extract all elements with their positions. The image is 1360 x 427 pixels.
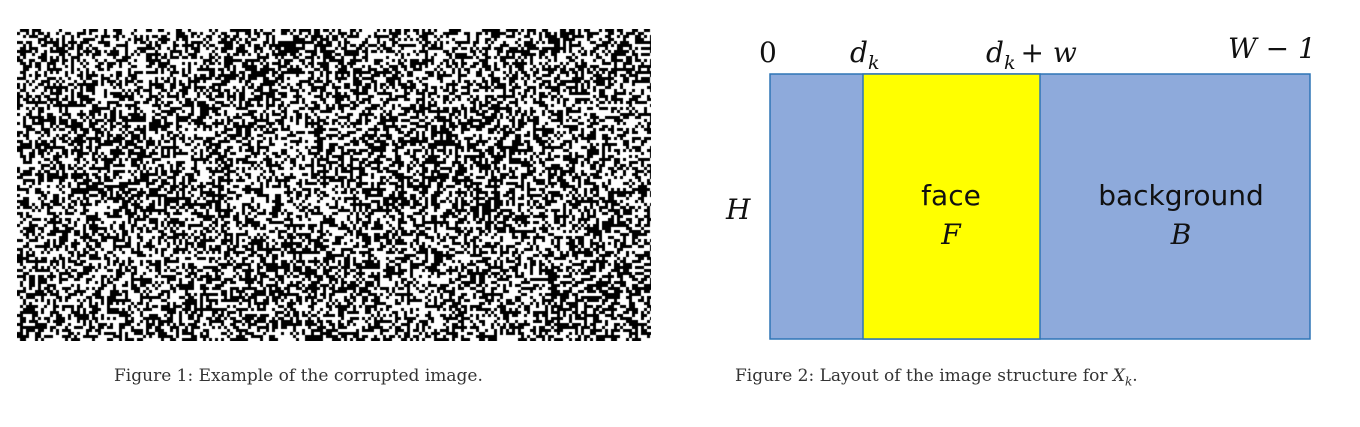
figure-2-caption: Figure 2: Layout of the image structure …: [735, 366, 1138, 388]
label-height: H: [725, 193, 751, 226]
figure-1-caption: Figure 1: Example of the corrupted image…: [114, 366, 483, 386]
label-dk-plus-w: dk+ w: [986, 36, 1077, 74]
label-dk-plus-w-tail: + w: [1020, 36, 1076, 69]
label-dk-plus-w-base: d: [986, 36, 1004, 69]
label-dk: dk: [850, 36, 879, 74]
label-dk-base: d: [850, 36, 868, 69]
face-label: face: [921, 179, 981, 212]
label-dk-sub: k: [868, 52, 880, 74]
figure-2: 0 dk dk+ w W − 1 H face F background B F…: [680, 0, 1360, 427]
background-label: background: [1098, 179, 1264, 212]
label-zero: 0: [759, 36, 777, 69]
background-symbol: B: [1170, 218, 1192, 251]
figure-1-caption-text: Example of the corrupted image.: [198, 366, 483, 386]
figure-2-caption-subscript: k: [1124, 374, 1133, 389]
figure-2-caption-suffix: .: [1132, 366, 1138, 386]
figure-2-caption-symbol: X: [1112, 366, 1125, 386]
face-symbol: F: [940, 218, 962, 251]
label-dk-plus-w-sub: k: [1004, 52, 1016, 74]
face-region: [862, 73, 1041, 340]
label-w-minus-1: W − 1: [1228, 32, 1316, 65]
image-structure-diagram: 0 dk dk+ w W − 1 H face F background B: [725, 32, 1316, 340]
figure-2-caption-prefix: Figure 2:: [735, 366, 815, 386]
figure-1: Figure 1: Example of the corrupted image…: [17, 29, 651, 386]
figure-1-caption-prefix: Figure 1:: [114, 366, 194, 386]
corrupted-image: [17, 29, 651, 341]
figure-2-caption-text: Layout of the image structure for: [819, 366, 1108, 386]
